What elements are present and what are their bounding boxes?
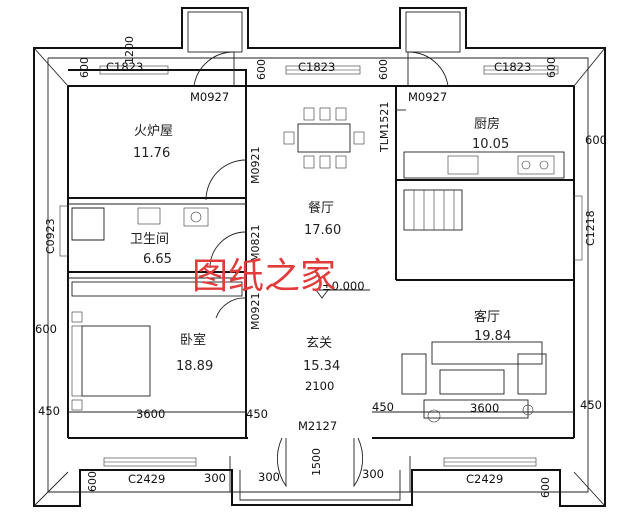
dimension-value: 600 — [539, 477, 552, 498]
window-code: C1823 — [106, 60, 143, 74]
dining-area: 17.60 — [304, 223, 341, 238]
kitchen-name: 厨房 — [474, 116, 500, 132]
window-code: C1823 — [494, 60, 531, 74]
door-code: M0921 — [249, 147, 262, 185]
dimension-value: 2100 — [305, 379, 334, 393]
window-code: C2429 — [466, 472, 503, 486]
dimension-value: 3600 — [136, 407, 165, 421]
window-code: C0923 — [44, 218, 57, 254]
stove-room-area: 11.76 — [133, 146, 170, 161]
component-codes: C1823 C1823 C1823 M0927 M0927 M0921 M082… — [44, 60, 597, 486]
dimension-value: 600 — [78, 57, 91, 78]
door-code: M0921 — [249, 293, 262, 331]
doors — [193, 51, 449, 488]
window-code: C1823 — [298, 60, 335, 74]
bathroom-fixtures — [71, 207, 209, 241]
level-value: ±0.000 — [322, 279, 365, 293]
dining-table — [283, 107, 365, 169]
room-labels: 火炉屋 11.76 厨房 10.05 餐厅 17.60 卫生间 6.65 卧室 … — [130, 116, 511, 374]
door-code: M2127 — [298, 419, 337, 433]
door-code: M0927 — [408, 90, 447, 104]
door-code: M0927 — [190, 90, 229, 104]
interior-walls — [68, 86, 574, 438]
window-code: C1218 — [584, 210, 597, 246]
door-code: TLM1521 — [378, 102, 391, 153]
dimension-value: 450 — [246, 407, 268, 421]
dimension-value: 450 — [38, 404, 60, 418]
door-code: M0821 — [249, 225, 262, 263]
stove-room-name: 火炉屋 — [134, 124, 173, 139]
bathroom-name: 卫生间 — [130, 232, 169, 247]
kitchen-counter — [403, 151, 565, 179]
dimension-value: 600 — [86, 471, 99, 492]
dimension-value: 1500 — [310, 448, 323, 476]
dimensions: 1200 600 600 600 600 600 600 450 3600 45… — [35, 36, 607, 498]
bed — [71, 311, 151, 411]
dimension-value: 450 — [372, 400, 394, 414]
dimension-value: 450 — [580, 398, 602, 412]
entrance-name: 玄关 — [306, 336, 332, 351]
dining-name: 餐厅 — [308, 200, 334, 216]
entrance-area: 15.34 — [303, 359, 340, 374]
dimension-value: 600 — [35, 322, 57, 336]
kitchen-area: 10.05 — [472, 137, 509, 152]
dimension-value: 600 — [585, 133, 607, 147]
dimension-value: 600 — [545, 57, 558, 78]
dimension-value: 300 — [258, 470, 280, 484]
dimension-value: 600 — [377, 59, 390, 80]
windows — [59, 65, 583, 467]
dimension-value: 300 — [204, 471, 226, 485]
dimension-value: 1200 — [123, 36, 136, 64]
sofa-set — [401, 341, 547, 423]
staircase — [403, 189, 463, 231]
level-mark: ±0.000 — [315, 279, 370, 299]
dimension-value: 3600 — [470, 401, 499, 415]
living-area: 19.84 — [474, 329, 511, 344]
bathroom-area: 6.65 — [143, 252, 172, 267]
wardrobe — [71, 281, 243, 297]
bedroom-area: 18.89 — [176, 359, 213, 374]
window-code: C2429 — [128, 472, 165, 486]
dimension-value: 600 — [255, 59, 268, 80]
bedroom-name: 卧室 — [180, 332, 206, 348]
watermark: 图纸之家 — [192, 256, 336, 297]
dimension-value: 300 — [362, 467, 384, 481]
living-name: 客厅 — [474, 309, 500, 325]
